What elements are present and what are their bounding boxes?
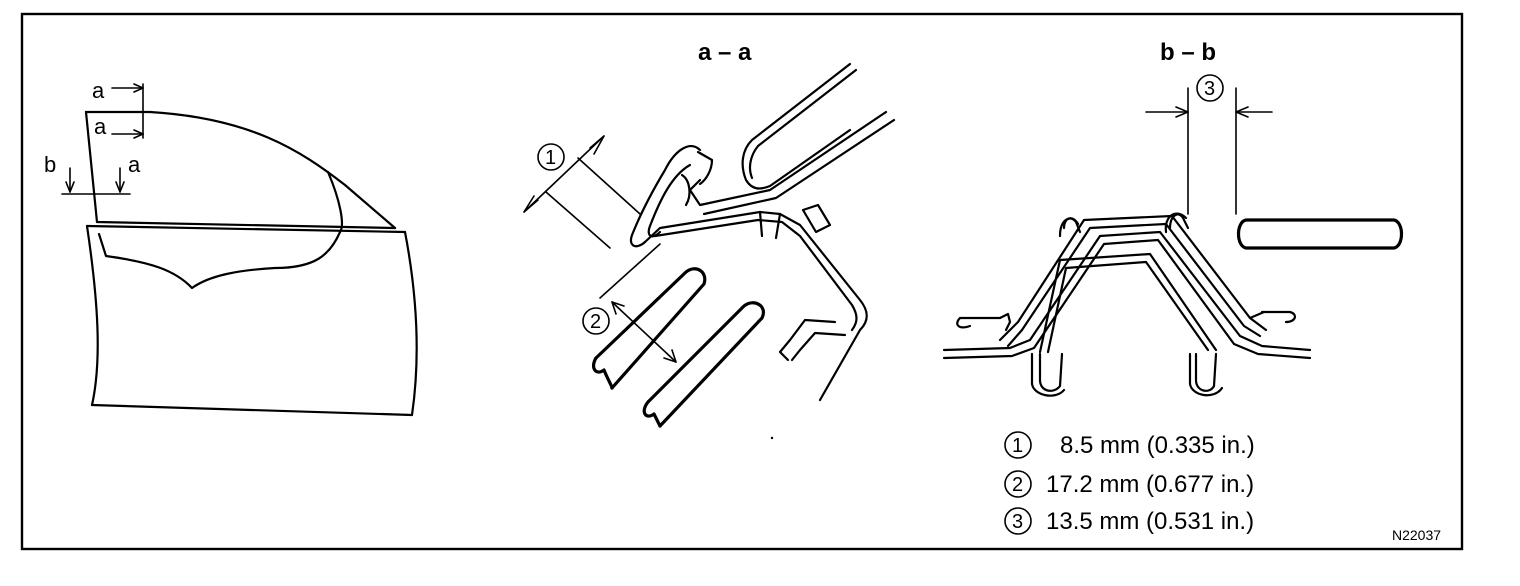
figure-code: N22037	[1392, 527, 1441, 543]
section-a-drawing: 1 2	[523, 62, 896, 428]
stray-dot	[770, 436, 774, 440]
figure-border	[20, 12, 1464, 551]
callout-circle-2	[582, 307, 610, 335]
section-b-drawing: 3	[942, 74, 1404, 397]
side-label-a-right: a	[128, 152, 141, 177]
door-side-view: a a b a	[44, 78, 418, 417]
dimension-legend: 1 8.5 mm (0.335 in.) 2 17.2 mm (0.677 in…	[1004, 431, 1255, 535]
legend-marker-3	[1004, 507, 1032, 535]
callout-label-1: 1	[545, 147, 556, 169]
legend-row-1: 1 8.5 mm (0.335 in.)	[1004, 431, 1255, 459]
legend-row-2: 2 17.2 mm (0.677 in.)	[1004, 470, 1254, 498]
legend-marker-2	[1004, 470, 1032, 498]
callout-label-3: 3	[1204, 78, 1215, 100]
callout-circle-1	[537, 143, 565, 171]
legend-value-1: 8.5 mm (0.335 in.)	[1060, 432, 1255, 459]
legend-marker-1	[1004, 431, 1032, 459]
legend-marker-2-label: 2	[1012, 474, 1023, 496]
legend-row-3: 3 13.5 mm (0.531 in.)	[1004, 507, 1254, 535]
section-b-title: b – b	[1160, 39, 1216, 66]
legend-marker-3-label: 3	[1012, 511, 1023, 533]
side-label-a-middle: a	[94, 114, 107, 139]
callout-circle-3	[1196, 74, 1224, 102]
side-label-a-top: a	[92, 78, 105, 103]
section-a-title: a – a	[698, 39, 752, 66]
legend-marker-1-label: 1	[1012, 435, 1023, 457]
legend-value-3: 13.5 mm (0.531 in.)	[1046, 508, 1254, 535]
side-label-b: b	[44, 152, 56, 177]
callout-label-2: 2	[590, 311, 601, 333]
legend-value-2: 17.2 mm (0.677 in.)	[1046, 471, 1254, 498]
